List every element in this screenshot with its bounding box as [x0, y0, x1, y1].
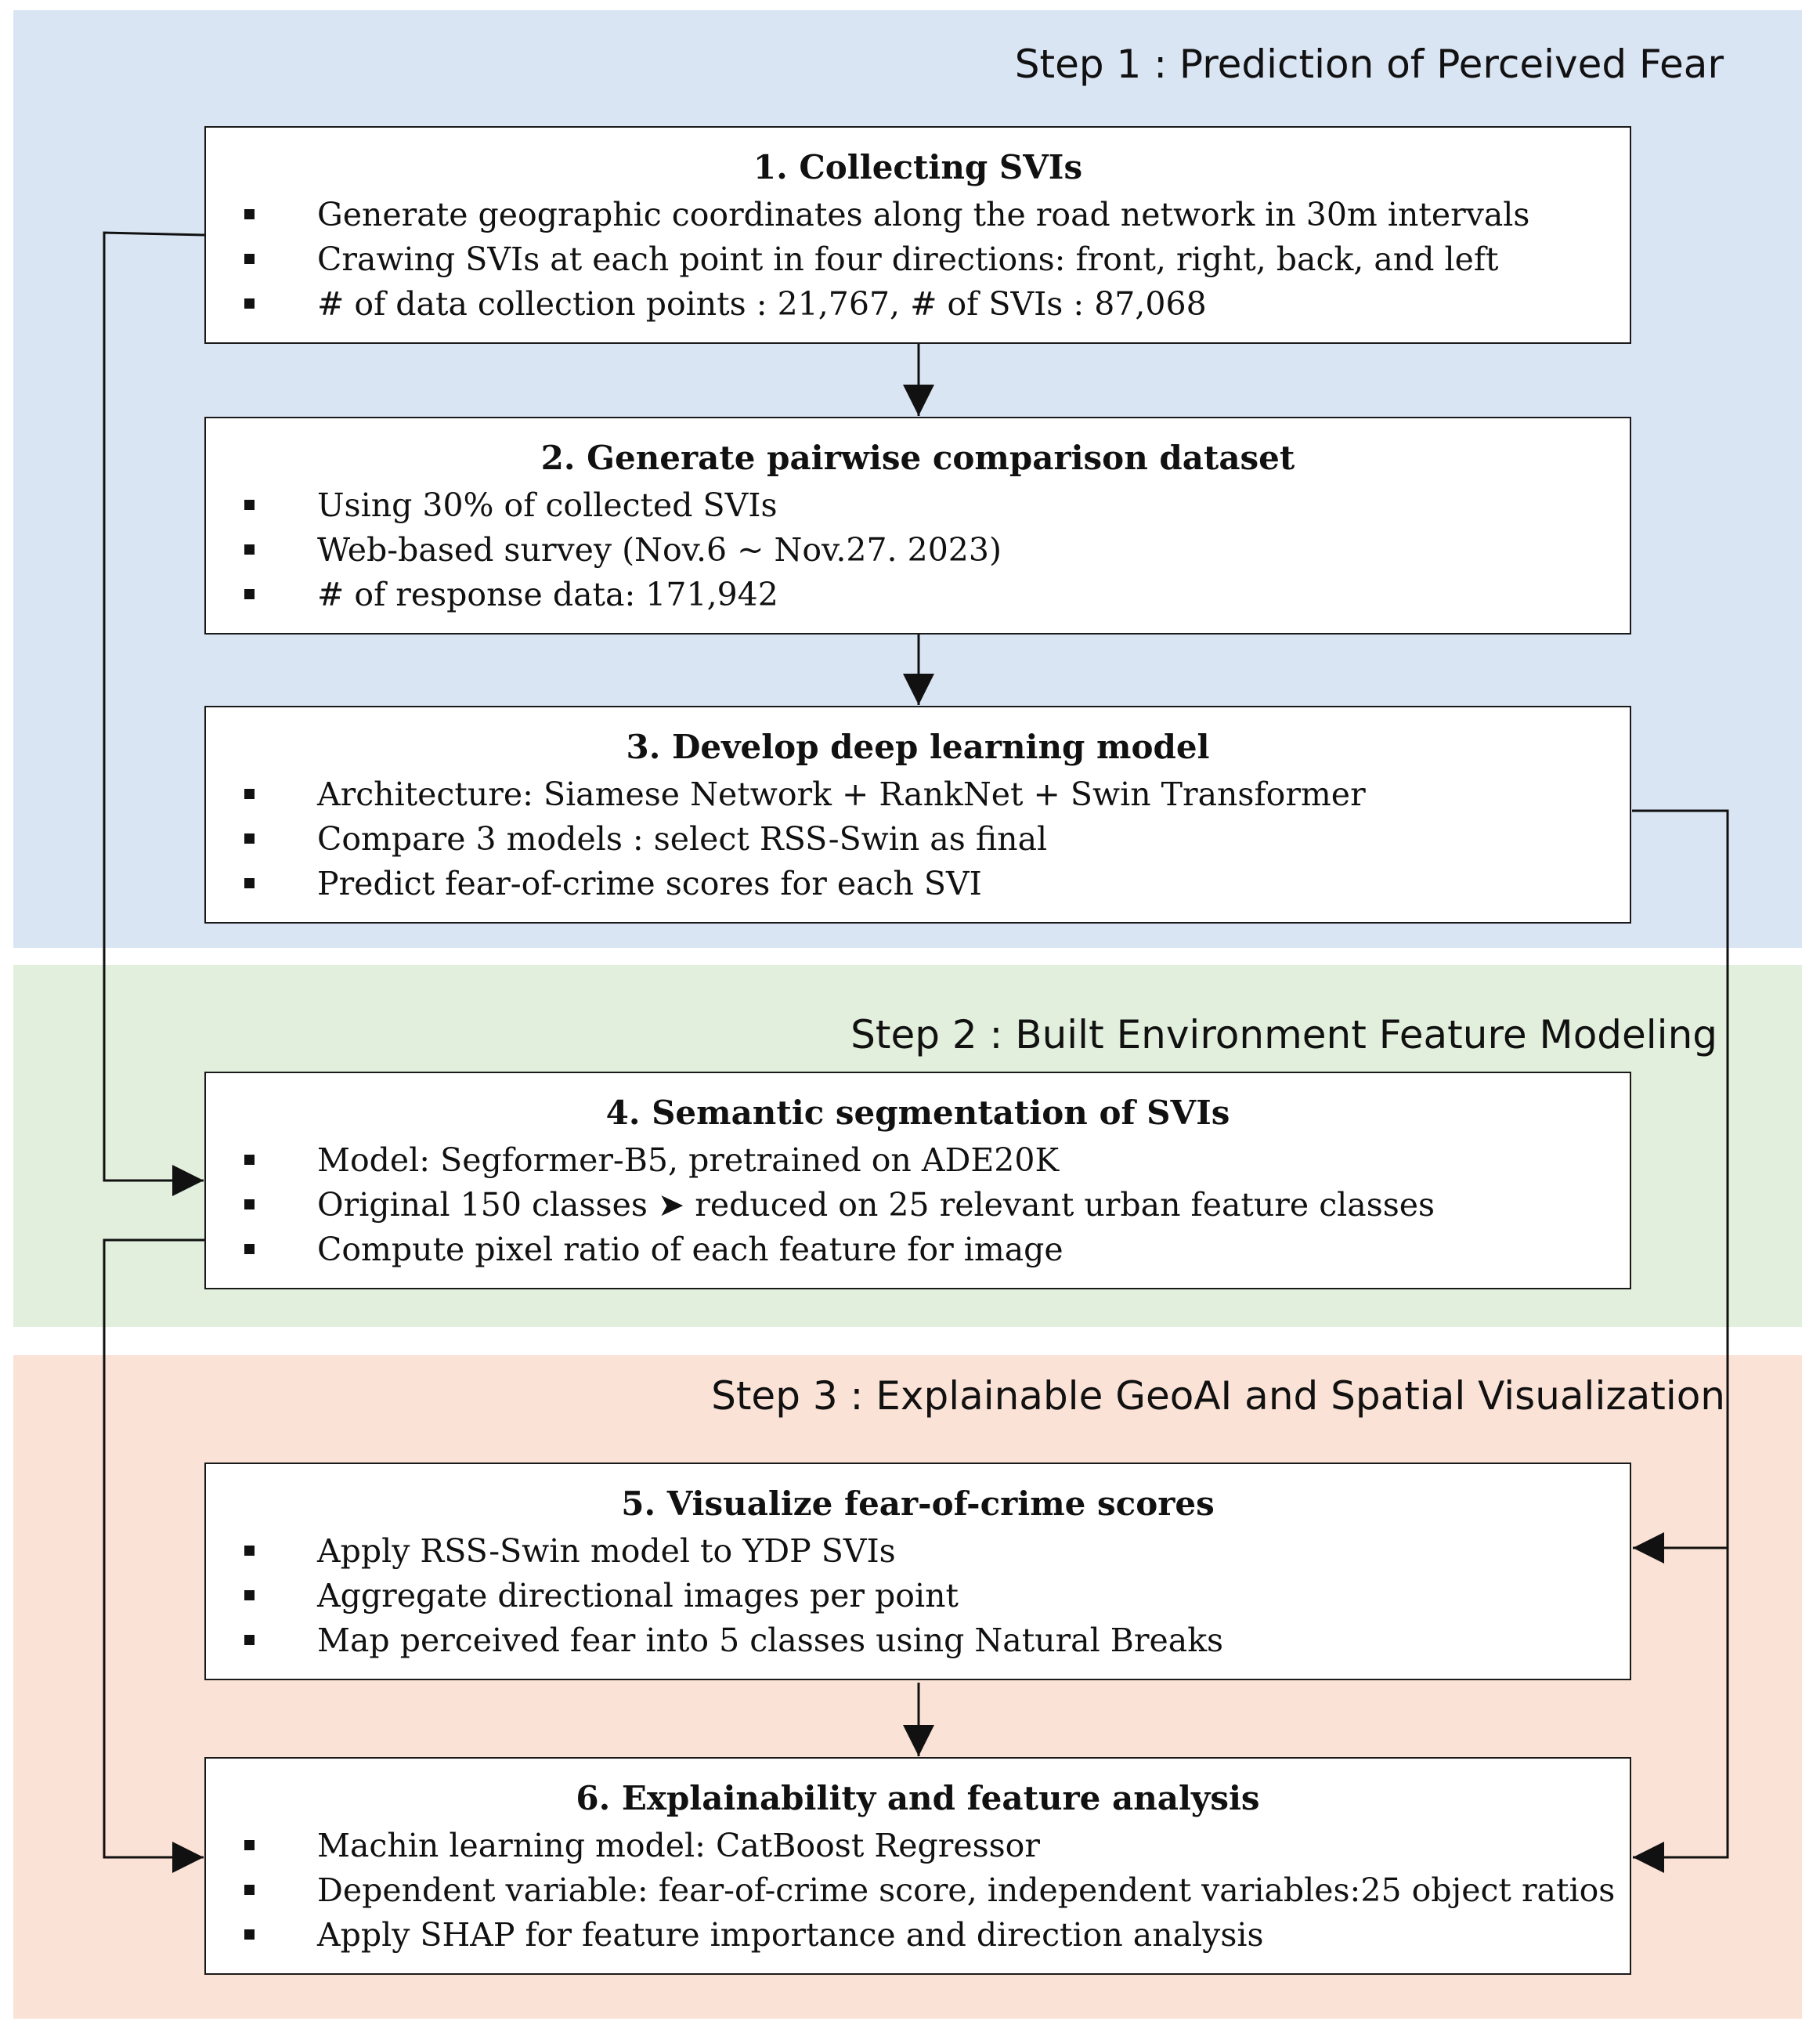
bullet-list: Using 30% of collected SVIs Web-based su…: [206, 485, 1630, 619]
step1-title: Step 1 : Prediction of Perceived Fear: [1014, 42, 1724, 87]
arrow-box4-to-box6: [103, 1238, 204, 1873]
square-bullet-icon: [244, 589, 255, 599]
list-item: Web-based survey (Nov.6 ~ Nov.27. 2023): [206, 530, 1630, 574]
list-item-text: Apply RSS-Swin model to YDP SVIs: [317, 1532, 896, 1570]
list-item-text: Apply SHAP for feature importance and di…: [317, 1916, 1264, 1954]
list-item-text: Web-based survey (Nov.6 ~ Nov.27. 2023): [317, 531, 1002, 569]
list-item: Architecture: Siamese Network + RankNet …: [206, 774, 1630, 819]
square-bullet-icon: [244, 1546, 255, 1556]
square-bullet-icon: [244, 1885, 255, 1895]
list-item: Compute pixel ratio of each feature for …: [206, 1229, 1630, 1274]
box-title: 1. Collecting SVIs: [753, 148, 1083, 186]
list-item-text: Model: Segformer-B5, pretrained on ADE20…: [317, 1141, 1060, 1179]
list-item: Generate geographic coordinates along th…: [206, 194, 1630, 239]
box-title: 2. Generate pairwise comparison dataset: [540, 439, 1295, 477]
square-bullet-icon: [244, 500, 255, 510]
square-bullet-icon: [244, 878, 255, 888]
bullet-list: Generate geographic coordinates along th…: [206, 194, 1630, 328]
list-item-text: # of response data: 171,942: [317, 576, 778, 613]
box-visualize-scores: 5. Visualize fear-of-crime scores Apply …: [204, 1463, 1631, 1680]
list-item-text: Machin learning model: CatBoost Regresso…: [317, 1827, 1040, 1864]
list-item-text: Compute pixel ratio of each feature for …: [317, 1231, 1063, 1268]
list-item: Using 30% of collected SVIs: [206, 485, 1630, 530]
box-collecting-svis: 1. Collecting SVIs Generate geographic c…: [204, 126, 1631, 344]
list-item: Crawing SVIs at each point in four direc…: [206, 239, 1630, 284]
box-deep-learning-model: 3. Develop deep learning model Architect…: [204, 706, 1631, 924]
square-bullet-icon: [244, 1840, 255, 1850]
step2-title: Step 2 : Built Environment Feature Model…: [850, 1012, 1717, 1058]
list-item: Compare 3 models : select RSS-Swin as fi…: [206, 819, 1630, 863]
list-item: # of response data: 171,942: [206, 574, 1630, 619]
bullet-list: Architecture: Siamese Network + RankNet …: [206, 774, 1630, 908]
square-bullet-icon: [244, 254, 255, 264]
list-item-text: Compare 3 models : select RSS-Swin as fi…: [317, 820, 1048, 858]
list-item-text: Generate geographic coordinates along th…: [317, 196, 1530, 233]
square-bullet-icon: [244, 1244, 255, 1254]
list-item: # of data collection points : 21,767, # …: [206, 284, 1630, 328]
square-bullet-icon: [244, 298, 255, 309]
box-title: 3. Develop deep learning model: [626, 728, 1210, 766]
box-title: 6. Explainability and feature analysis: [576, 1779, 1260, 1817]
list-item-text: Architecture: Siamese Network + RankNet …: [317, 776, 1366, 813]
arrow-box3-to-box5: [1632, 809, 1729, 1564]
bullet-list: Model: Segformer-B5, pretrained on ADE20…: [206, 1140, 1630, 1274]
box-title: 4. Semantic segmentation of SVIs: [605, 1094, 1230, 1132]
square-bullet-icon: [244, 833, 255, 844]
list-item: Apply RSS-Swin model to YDP SVIs: [206, 1531, 1630, 1575]
bullet-list: Apply RSS-Swin model to YDP SVIs Aggrega…: [206, 1531, 1630, 1665]
list-item-text: Predict fear-of-crime scores for each SV…: [317, 865, 982, 902]
list-item: Machin learning model: CatBoost Regresso…: [206, 1825, 1630, 1870]
square-bullet-icon: [244, 1929, 255, 1940]
list-item: Aggregate directional images per point: [206, 1575, 1630, 1620]
list-item-text: Aggregate directional images per point: [317, 1577, 959, 1614]
square-bullet-icon: [244, 1590, 255, 1600]
bullet-list: Machin learning model: CatBoost Regresso…: [206, 1825, 1630, 1959]
list-item-text: Using 30% of collected SVIs: [317, 486, 778, 524]
square-bullet-icon: [244, 1199, 255, 1209]
square-bullet-icon: [244, 1635, 255, 1645]
square-bullet-icon: [244, 544, 255, 555]
list-item: Original 150 classes ➤ reduced on 25 rel…: [206, 1184, 1630, 1229]
box-semantic-segmentation: 4. Semantic segmentation of SVIs Model: …: [204, 1072, 1631, 1289]
list-item-text: Dependent variable: fear-of-crime score,…: [317, 1871, 1616, 1909]
list-item: Predict fear-of-crime scores for each SV…: [206, 863, 1630, 908]
box-pairwise-dataset: 2. Generate pairwise comparison dataset …: [204, 417, 1631, 635]
list-item-text: Map perceived fear into 5 classes using …: [317, 1622, 1224, 1659]
square-bullet-icon: [244, 1155, 255, 1165]
list-item: Dependent variable: fear-of-crime score,…: [206, 1870, 1630, 1914]
arrow-box1-to-box4: [103, 231, 205, 1196]
square-bullet-icon: [244, 789, 255, 799]
list-item: Apply SHAP for feature importance and di…: [206, 1914, 1630, 1959]
list-item: Map perceived fear into 5 classes using …: [206, 1620, 1630, 1665]
list-item-text: # of data collection points : 21,767, # …: [317, 285, 1207, 323]
list-item-text: Original 150 classes ➤ reduced on 25 rel…: [317, 1186, 1435, 1224]
list-item-text: Crawing SVIs at each point in four direc…: [317, 240, 1499, 278]
arrow-box3-to-box6: [1633, 1548, 1729, 1873]
list-item: Model: Segformer-B5, pretrained on ADE20…: [206, 1140, 1630, 1184]
step3-title: Step 3 : Explainable GeoAI and Spatial V…: [711, 1373, 1725, 1419]
box-explainability-analysis: 6. Explainability and feature analysis M…: [204, 1757, 1631, 1975]
square-bullet-icon: [244, 209, 255, 219]
box-title: 5. Visualize fear-of-crime scores: [621, 1484, 1215, 1523]
